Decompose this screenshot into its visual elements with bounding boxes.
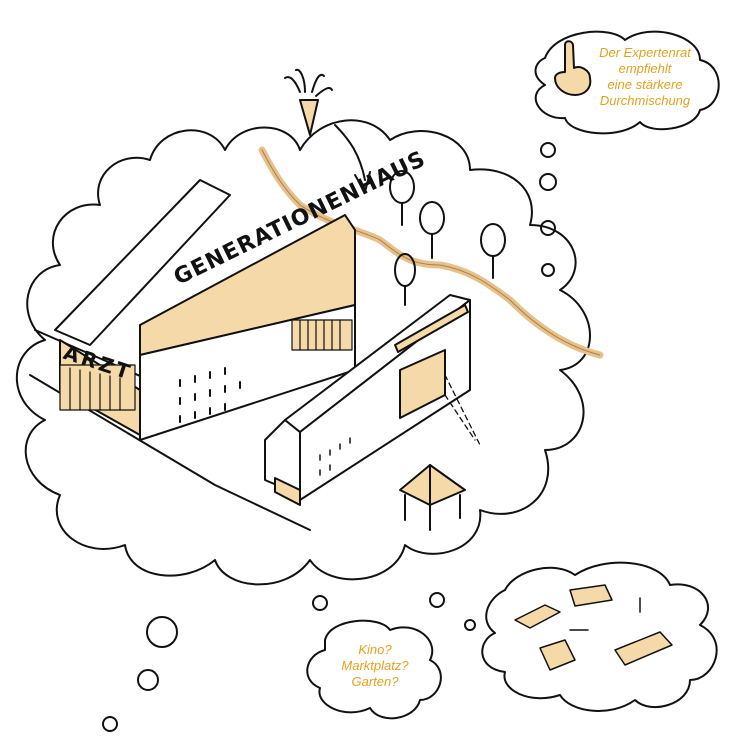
question-note-line-2: Marktplatz? [341,658,409,673]
main-thought-cloud [15,119,591,586]
question-note: Kino? Marktplatz? Garten? [330,642,420,690]
question-note-line-3: Garten? [351,674,399,689]
thought-trail-upper [539,142,557,277]
arrow-down [334,124,371,193]
expert-note-line-1: Der Expertenrat [599,45,691,60]
scene-thought-cloud [481,561,718,712]
trees [389,170,506,306]
garden-path [258,146,604,359]
mini-scene [514,584,673,671]
expert-note: Der Expertenrat empfiehlt eine stärkere … [590,45,700,109]
pointing-finger-icon [554,40,592,96]
thought-trail-lower [102,592,476,732]
expert-thought-cloud [534,30,720,135]
expert-note-line-2: empfiehlt [618,61,672,76]
question-note-line-1: Kino? [358,642,392,657]
pavilion [399,464,466,531]
question-thought-cloud [306,619,442,720]
expert-note-line-4: Durchmischung [599,93,691,108]
second-building [264,294,481,506]
carrot-icon [284,68,333,136]
expert-note-line-3: eine stärkere [607,77,683,92]
